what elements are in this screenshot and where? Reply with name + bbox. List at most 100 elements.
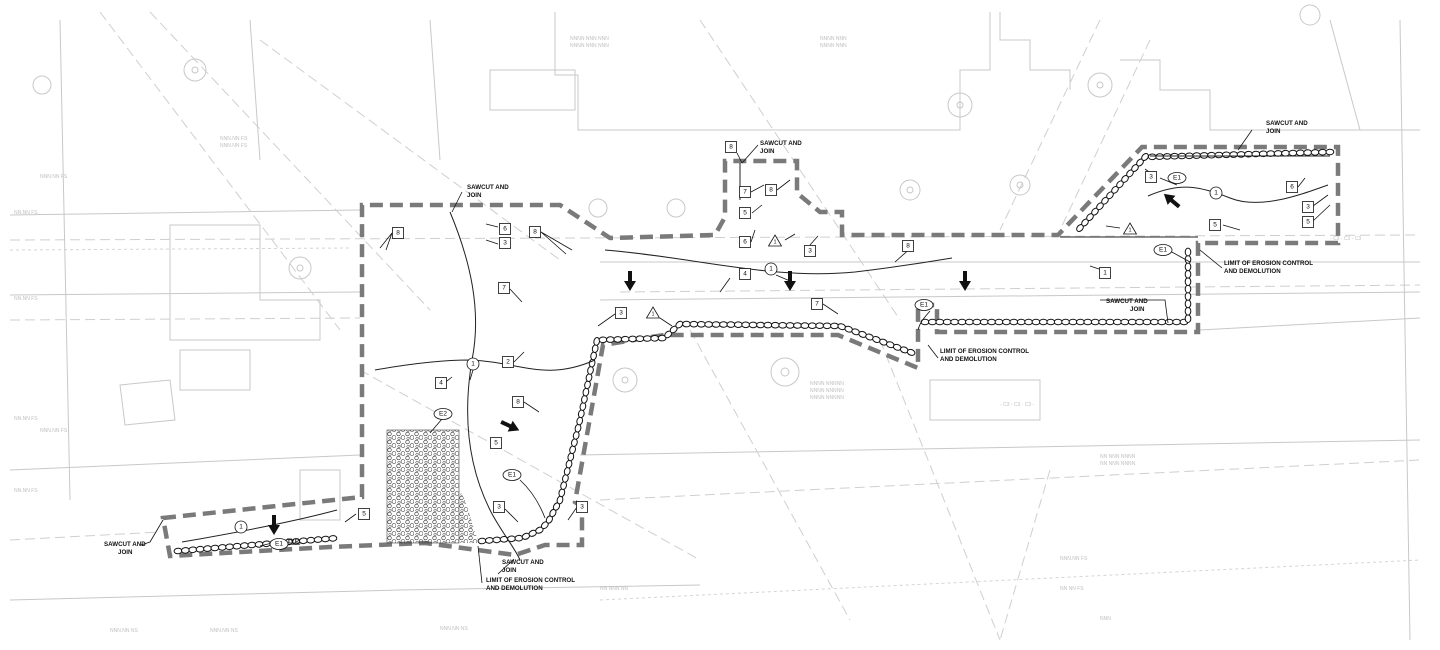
filter-sock-segment bbox=[1288, 149, 1298, 157]
keynote-tag: 5 bbox=[1302, 216, 1314, 228]
filter-sock-segment bbox=[1127, 318, 1137, 326]
filter-sock-segment bbox=[247, 541, 257, 549]
svg-text:NNN: NNN bbox=[1100, 616, 1111, 622]
svg-text:1: 1 bbox=[1128, 228, 1131, 234]
keynote-tag: 3 bbox=[804, 245, 816, 257]
svg-text:5: 5 bbox=[494, 440, 498, 447]
filter-sock-segment bbox=[1157, 318, 1167, 326]
svg-text:5: 5 bbox=[743, 210, 747, 217]
svg-text:8: 8 bbox=[516, 399, 520, 406]
svg-text:NN NNN NN: NN NNN NN bbox=[600, 586, 628, 592]
filter-sock-segment bbox=[935, 318, 945, 326]
erosion-tag: E1 bbox=[269, 538, 289, 550]
filter-sock-segment bbox=[203, 545, 212, 552]
filter-sock-segment bbox=[1172, 318, 1181, 326]
filter-sock-segment bbox=[188, 546, 198, 554]
filter-sock-segment bbox=[807, 322, 817, 330]
svg-text:3: 3 bbox=[503, 240, 507, 247]
filter-sock-segment bbox=[682, 320, 691, 328]
filter-sock-segment bbox=[1184, 269, 1192, 279]
flow-arrow-icon bbox=[624, 271, 636, 291]
keynote-tag: 3 bbox=[499, 237, 511, 249]
filter-sock-segment bbox=[313, 536, 323, 543]
svg-text:NN.NN FS: NN.NN FS bbox=[14, 296, 38, 302]
svg-text:NNN.NN FS: NNN.NN FS bbox=[40, 428, 68, 434]
svg-text:NNN.NN FS: NNN.NN FS bbox=[40, 174, 68, 180]
filter-sock-segment bbox=[321, 535, 330, 543]
filter-sock-rows bbox=[173, 148, 1335, 555]
filter-sock-segment bbox=[906, 348, 916, 356]
filter-sock-segment bbox=[1141, 153, 1149, 161]
filter-sock-segment bbox=[1076, 318, 1085, 326]
flow-arrow-icon bbox=[1163, 193, 1181, 209]
filter-sock-segment bbox=[1184, 314, 1192, 324]
filter-sock-segment bbox=[1002, 318, 1011, 326]
filter-sock-segment bbox=[1105, 318, 1115, 326]
filter-sock-segment bbox=[1295, 149, 1305, 157]
filter-sock-segment bbox=[181, 547, 190, 554]
filter-sock-segment bbox=[173, 547, 183, 555]
filter-sock-segment bbox=[1155, 153, 1165, 160]
filter-sock-segment bbox=[733, 321, 743, 329]
keynote-tag: 5 bbox=[1209, 219, 1221, 231]
circle-tags: 1 1 1 1 bbox=[234, 186, 1223, 534]
svg-text:NN.NN FS: NN.NN FS bbox=[14, 210, 38, 216]
svg-text:NNNN NNNNN: NNNN NNNNN bbox=[810, 395, 844, 401]
svg-text:5: 5 bbox=[1213, 222, 1217, 229]
filter-sock-segment bbox=[822, 322, 832, 330]
filter-sock-segment bbox=[477, 537, 487, 545]
svg-text:3: 3 bbox=[1306, 204, 1310, 211]
filter-sock-segment bbox=[642, 335, 652, 342]
filter-sock-segment bbox=[711, 321, 721, 328]
svg-text:3: 3 bbox=[497, 504, 501, 511]
filter-sock-segment bbox=[675, 320, 684, 329]
filter-sock-segment bbox=[1061, 318, 1070, 326]
filter-sock-segment bbox=[1184, 299, 1192, 309]
filter-sock-segment bbox=[1031, 318, 1041, 326]
filter-sock-segment bbox=[306, 536, 316, 544]
filter-sock-segment bbox=[1068, 318, 1078, 326]
filter-sock-segment bbox=[1135, 318, 1144, 326]
keynote-tag: 7 bbox=[739, 186, 751, 198]
flow-arrow-icon bbox=[959, 271, 971, 291]
filter-sock-segment bbox=[800, 322, 810, 329]
filter-sock-segment bbox=[1024, 318, 1033, 326]
keynote-tag: 8 bbox=[392, 227, 404, 239]
filter-sock-segment bbox=[1221, 151, 1231, 159]
svg-text:7: 7 bbox=[502, 285, 506, 292]
keynote-tag: 3 bbox=[1145, 171, 1157, 183]
filter-sock-segment bbox=[1281, 149, 1290, 157]
svg-text:NN.NN FS: NN.NN FS bbox=[14, 416, 38, 422]
keynote-tag: 8 bbox=[902, 240, 914, 252]
filter-sock-segment bbox=[1325, 148, 1335, 156]
keynote-tag: 4 bbox=[435, 377, 447, 389]
svg-text:NNNN NNN NNN: NNNN NNN NNN bbox=[570, 36, 609, 42]
sawcut-lines bbox=[181, 155, 1330, 561]
filter-sock-segment bbox=[499, 535, 509, 543]
circle-tag: 1 bbox=[764, 262, 778, 276]
keynote-tag: 5 bbox=[490, 437, 502, 449]
filter-sock-segment bbox=[1113, 318, 1122, 326]
filter-sock-segment bbox=[972, 318, 982, 326]
svg-text:NNN.NN NS: NNN.NN NS bbox=[440, 626, 468, 632]
filter-sock-segment bbox=[492, 536, 502, 544]
filter-sock-segment bbox=[1090, 318, 1100, 326]
filter-sock-segment bbox=[1164, 318, 1174, 326]
filter-sock-segment bbox=[1098, 318, 1107, 326]
svg-text:E1: E1 bbox=[1159, 247, 1167, 254]
svg-text:8: 8 bbox=[533, 229, 537, 236]
filter-sock-segment bbox=[328, 535, 338, 542]
filter-sock-segment bbox=[1142, 318, 1152, 326]
svg-text:3: 3 bbox=[808, 248, 812, 255]
svg-text:NN NNN NNNN: NN NNN NNNN bbox=[1100, 454, 1136, 460]
filter-sock-segment bbox=[1184, 277, 1192, 287]
svg-text:4: 4 bbox=[439, 380, 443, 387]
revision-triangle-icon: 1 bbox=[1122, 222, 1138, 235]
svg-text:6: 6 bbox=[503, 226, 507, 233]
